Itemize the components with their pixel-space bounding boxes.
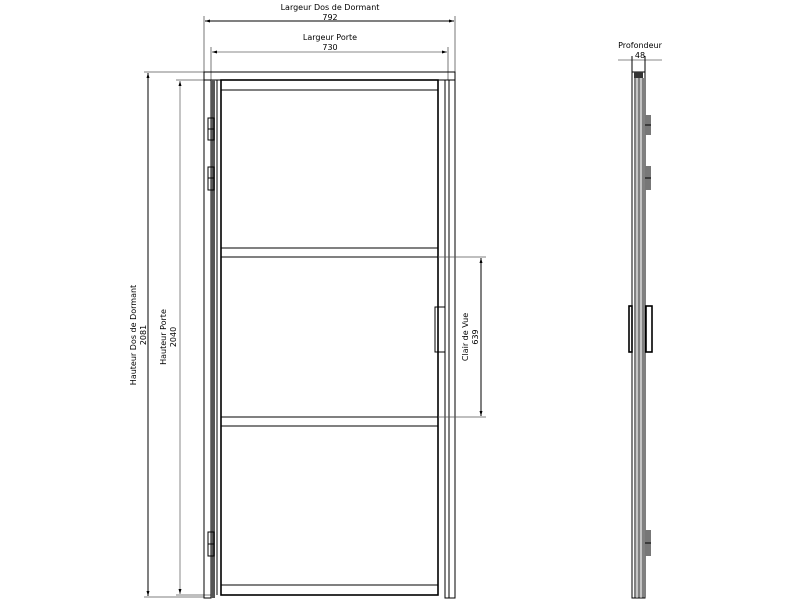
door-height-value: 2040: [169, 327, 178, 347]
dimension-overall-height: Hauteur Dos de Dormant 2081: [129, 71, 204, 598]
handle-icon: [434, 306, 446, 353]
dimension-door-height: Hauteur Porte 2040: [159, 79, 211, 596]
clear-view-value: 639: [471, 329, 480, 344]
dimension-overall-width: Largeur Dos de Dormant 792: [203, 3, 456, 72]
depth-value: 48: [635, 51, 645, 60]
dimension-depth: Profondeur 48: [618, 41, 663, 72]
handle-icon: [628, 305, 633, 353]
hinge-icon: [645, 166, 651, 190]
hinge-icon: [645, 530, 651, 556]
overall-height-value: 2081: [139, 325, 148, 345]
overall-height-label: Hauteur Dos de Dormant: [129, 285, 138, 385]
dimension-clear-view: Clair de Vue 639: [438, 256, 486, 418]
overall-width-label: Largeur Dos de Dormant: [281, 3, 380, 12]
handle-icon: [645, 305, 653, 353]
door-height-label: Hauteur Porte: [159, 309, 168, 365]
clear-view-label: Clair de Vue: [461, 313, 470, 361]
door-side-view: [631, 71, 646, 599]
overall-width-value: 792: [322, 13, 337, 22]
hinge-icon: [207, 531, 215, 557]
door-width-value: 730: [322, 43, 337, 52]
hinge-icon: [645, 115, 651, 135]
hinge-icon: [207, 117, 215, 141]
hinge-icon: [207, 166, 215, 191]
door-front-view: [203, 71, 456, 599]
door-width-label: Largeur Porte: [303, 33, 357, 42]
depth-label: Profondeur: [618, 41, 663, 50]
dimension-door-width: Largeur Porte 730: [210, 33, 449, 80]
